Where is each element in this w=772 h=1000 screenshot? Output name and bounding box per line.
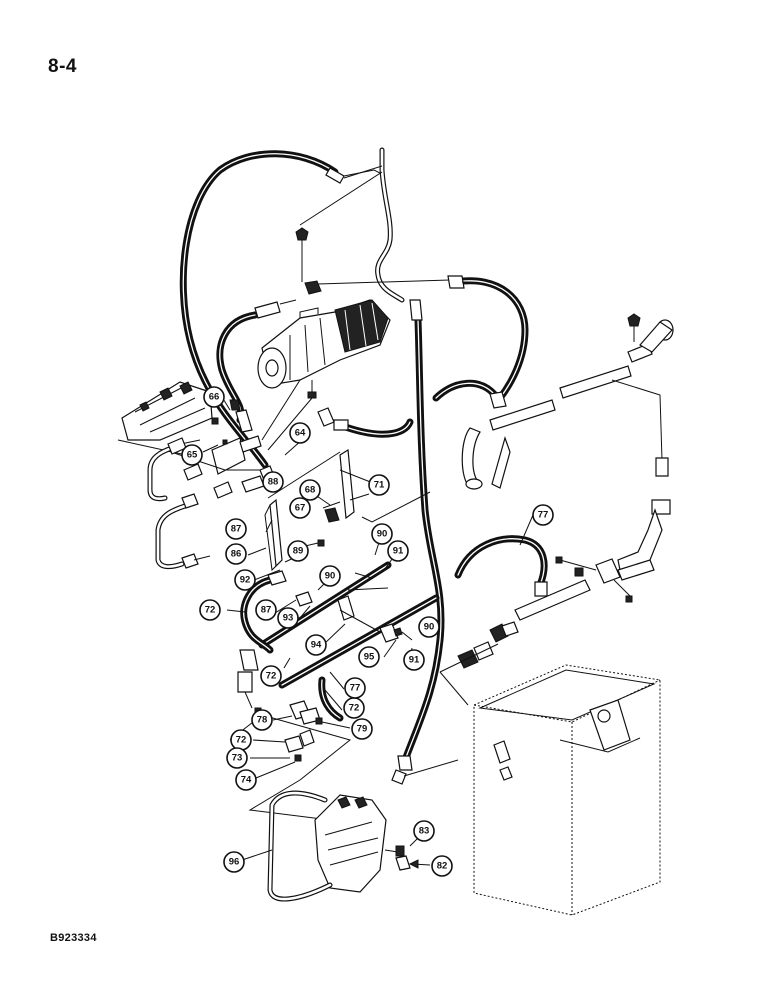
callout-79: 79 [351, 718, 373, 740]
svg-text:93: 93 [283, 613, 294, 624]
callout-87a: 87 [225, 518, 247, 540]
svg-text:72: 72 [205, 605, 216, 616]
cooler-pipe [514, 556, 655, 621]
svg-text:91: 91 [409, 655, 420, 666]
callout-96: 96 [223, 851, 245, 873]
callout-67: 67 [289, 497, 311, 519]
svg-text:71: 71 [374, 480, 385, 491]
right-side-piping [461, 313, 674, 571]
lower-couplings [439, 621, 519, 673]
callout-83: 83 [413, 820, 435, 842]
svg-text:73: 73 [232, 753, 243, 764]
hose-72-loop [240, 570, 287, 654]
callout-89: 89 [287, 540, 309, 562]
svg-text:87: 87 [231, 524, 242, 535]
callout-73: 73 [226, 747, 248, 769]
left-tube-lines [147, 437, 265, 570]
svg-text:83: 83 [419, 826, 430, 837]
callout-71: 71 [368, 474, 390, 496]
guide-line-pump-valve-b [267, 397, 313, 451]
tank-guide-line [439, 671, 469, 706]
callout-78: 78 [251, 709, 273, 731]
svg-text:88: 88 [268, 477, 279, 488]
callout-68: 68 [299, 479, 321, 501]
callout-91a: 91 [387, 540, 409, 562]
svg-text:67: 67 [295, 503, 306, 514]
pump-top-fittings [295, 227, 451, 295]
lower-control-valve [314, 794, 411, 893]
callout-90b: 90 [319, 565, 341, 587]
center-steel-tube [299, 147, 405, 303]
drawing-code: B923334 [50, 932, 97, 944]
callout-88: 88 [262, 471, 284, 493]
svg-text:72: 72 [266, 671, 277, 682]
svg-text:90: 90 [377, 529, 388, 540]
return-hose-77 [454, 535, 548, 597]
svg-text:66: 66 [209, 392, 220, 403]
svg-text:91: 91 [393, 546, 404, 557]
svg-text:90: 90 [424, 622, 435, 633]
page-number: 8-4 [48, 56, 77, 77]
right-u-hose [447, 275, 529, 402]
svg-text:90: 90 [325, 571, 336, 582]
callout-66: 66 [203, 386, 225, 408]
svg-text:72: 72 [349, 703, 360, 714]
svg-text:82: 82 [437, 861, 448, 872]
svg-text:86: 86 [231, 549, 242, 560]
mounting-bracket [264, 448, 355, 572]
hose-96-loop [267, 790, 333, 902]
callout-82: 82 [431, 855, 453, 877]
svg-text:94: 94 [311, 640, 322, 651]
upper-valve-block [117, 381, 213, 459]
callout-77a: 77 [532, 504, 554, 526]
svg-text:77: 77 [350, 683, 361, 694]
svg-text:79: 79 [357, 724, 368, 735]
callout-94: 94 [305, 634, 327, 656]
middle-connecting-hose [317, 379, 507, 438]
callout-86: 86 [225, 543, 247, 565]
svg-text:68: 68 [305, 485, 316, 496]
svg-text:78: 78 [257, 715, 268, 726]
callout-72c: 72 [343, 697, 365, 719]
callout-90c: 90 [418, 616, 440, 638]
callout-72d: 72 [230, 729, 252, 751]
svg-text:74: 74 [241, 775, 252, 786]
svg-text:87: 87 [261, 605, 272, 616]
svg-text:72: 72 [236, 735, 247, 746]
callout-74: 74 [235, 769, 257, 791]
svg-text:96: 96 [229, 857, 240, 868]
svg-text:95: 95 [364, 652, 375, 663]
callout-64: 64 [289, 422, 311, 444]
callout-91b: 91 [403, 649, 425, 671]
callout-65: 65 [181, 444, 203, 466]
hydraulic-pump [257, 299, 391, 399]
svg-text:89: 89 [293, 546, 304, 557]
callout-95: 95 [358, 646, 380, 668]
svg-text:64: 64 [295, 428, 306, 439]
callout-92: 92 [234, 569, 256, 591]
svg-text:65: 65 [187, 450, 198, 461]
callout-72a: 72 [199, 599, 221, 621]
svg-text:92: 92 [240, 575, 251, 586]
callout-77b: 77 [344, 677, 366, 699]
callout-90a: 90 [371, 523, 393, 545]
guide-line-pump-valve-a [261, 379, 301, 441]
callout-93: 93 [277, 607, 299, 629]
svg-text:77: 77 [538, 510, 549, 521]
straight-hoses [258, 561, 440, 689]
callout-72b: 72 [260, 665, 282, 687]
top-loop-hose [179, 150, 383, 469]
hydraulic-tank [473, 664, 661, 916]
callout-87b: 87 [255, 599, 277, 621]
long-vertical-hose [391, 299, 459, 785]
